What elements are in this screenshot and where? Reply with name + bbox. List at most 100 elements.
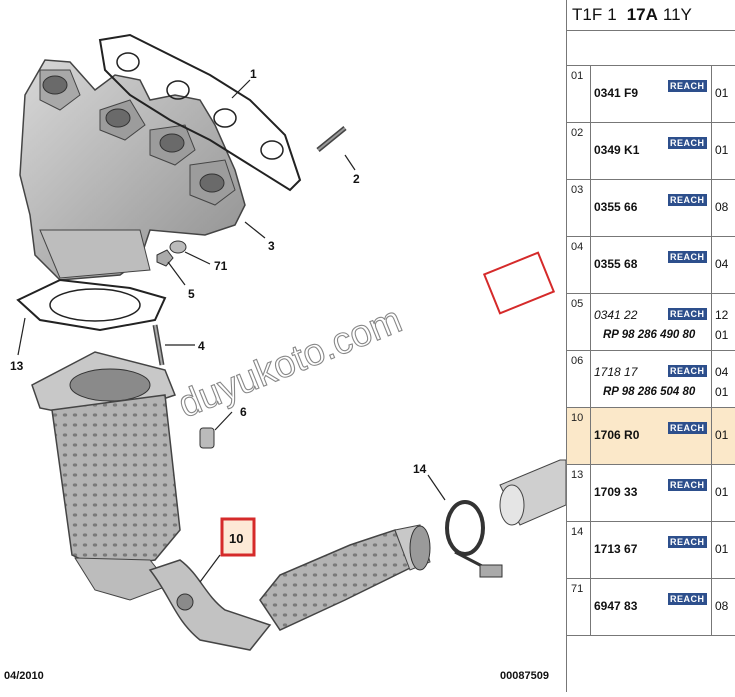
- part-quantity: 08: [715, 200, 729, 214]
- column-divider: [590, 351, 591, 407]
- reach-badge-icon: REACH: [668, 137, 707, 149]
- header-code: 17A: [626, 5, 658, 24]
- part-row[interactable]: 04 0355 68 REACH 04: [567, 237, 735, 294]
- header-num: 1: [607, 5, 617, 24]
- part-index: 02: [571, 127, 584, 139]
- part-quantity: 04: [715, 365, 729, 379]
- selected-callout-box[interactable]: 10: [220, 517, 256, 557]
- part-reference[interactable]: 0355 66: [594, 200, 638, 214]
- diagram-reference: 00087509: [500, 670, 549, 682]
- part-reference[interactable]: 0349 K1: [594, 143, 640, 157]
- callout-label: 6: [240, 405, 247, 419]
- callout-label: 5: [188, 287, 195, 301]
- exhaust-clamp: [445, 500, 503, 578]
- part-quantity: 04: [715, 257, 729, 271]
- oxygen-sensor: [199, 427, 215, 449]
- stud-part: [316, 126, 347, 152]
- part-row[interactable]: 03 0355 66 REACH 08: [567, 180, 735, 237]
- parts-list-header: T1F 1 17A 11Y: [567, 0, 735, 31]
- column-divider: [590, 408, 591, 464]
- part-quantity: 01: [715, 542, 729, 556]
- column-divider: [590, 294, 591, 350]
- column-divider: [590, 180, 591, 236]
- reach-badge-icon: REACH: [668, 194, 707, 206]
- part-row[interactable]: 05 0341 22 RP 98 286 490 80 REACH 12 01: [567, 294, 735, 351]
- parts-list-rows: 01 0341 F9 REACH 01 02 0349 K1 REACH 01 03 0355 6…: [567, 66, 735, 636]
- column-divider: [711, 408, 712, 464]
- reach-badge-icon: REACH: [668, 365, 707, 377]
- part-index: 13: [571, 469, 584, 481]
- part-reference[interactable]: 1718 17: [594, 365, 638, 379]
- callout-label: 2: [353, 172, 360, 186]
- part-index: 06: [571, 355, 584, 367]
- part-index: 71: [571, 583, 584, 595]
- part-quantity-secondary: 01: [715, 385, 729, 399]
- column-divider: [711, 465, 712, 521]
- header-prefix: T1F: [572, 5, 603, 24]
- part-quantity: 01: [715, 428, 729, 442]
- column-divider: [711, 579, 712, 635]
- part-reference[interactable]: 6947 83: [594, 599, 638, 613]
- leader-lines: [17, 79, 446, 583]
- part-index: 03: [571, 184, 584, 196]
- part-row[interactable]: 06 1718 17 RP 98 286 504 80 REACH 04 01: [567, 351, 735, 408]
- part-reference[interactable]: 1706 R0: [594, 428, 640, 442]
- part-rp-number[interactable]: RP 98 286 490 80: [603, 329, 696, 341]
- reach-badge-icon: REACH: [668, 251, 707, 263]
- column-divider: [590, 579, 591, 635]
- column-divider: [711, 294, 712, 350]
- catalyst-gasket: [16, 278, 167, 332]
- callout-label: 14: [413, 462, 427, 476]
- watermark-text: duyukoto.com: [173, 299, 408, 427]
- column-divider: [711, 123, 712, 179]
- reach-badge-icon: REACH: [668, 593, 707, 605]
- callout-label: 4: [198, 339, 205, 353]
- part-quantity: 08: [715, 599, 729, 613]
- reach-badge-icon: REACH: [668, 308, 707, 320]
- diagram-date: 04/2010: [4, 670, 44, 682]
- column-divider: [711, 180, 712, 236]
- callout-label: 13: [10, 359, 24, 373]
- part-reference[interactable]: 1713 67: [594, 542, 638, 556]
- part-quantity-secondary: 01: [715, 328, 729, 342]
- nut-part: [169, 240, 187, 254]
- part-quantity: 12: [715, 308, 729, 322]
- column-divider: [590, 66, 591, 122]
- column-divider: [590, 237, 591, 293]
- part-index: 01: [571, 70, 584, 82]
- header-suffix: 11Y: [662, 5, 692, 24]
- column-divider: [711, 66, 712, 122]
- part-index: 05: [571, 298, 584, 310]
- reach-badge-icon: REACH: [668, 422, 707, 434]
- part-reference[interactable]: 0341 F9: [594, 86, 639, 100]
- callout-label: 3: [268, 239, 275, 253]
- parts-list-panel: T1F 1 17A 11Y 01 0341 F9 REACH 01 02 0349 K1 R…: [566, 0, 735, 692]
- column-divider: [711, 237, 712, 293]
- part-reference[interactable]: 1709 33: [594, 485, 638, 499]
- callout-label: 71: [214, 259, 228, 273]
- catalytic-converter: [31, 351, 431, 651]
- part-index: 14: [571, 526, 584, 538]
- callout-label-selected: 10: [229, 531, 243, 546]
- part-reference[interactable]: 0341 22: [594, 308, 638, 322]
- part-quantity: 01: [715, 485, 729, 499]
- part-rp-number[interactable]: RP 98 286 504 80: [603, 386, 696, 398]
- callout-label: 1: [250, 67, 257, 81]
- part-index: 10: [571, 412, 584, 424]
- exploded-parts-diagram: 1 2 3 4 5 6 13 14 71 10 duyukoto.com 04/…: [4, 33, 567, 682]
- part-row[interactable]: 13 1709 33 REACH 01: [567, 465, 735, 522]
- part-row[interactable]: 71 6947 83 REACH 08: [567, 579, 735, 636]
- part-reference[interactable]: 0355 68: [594, 257, 638, 271]
- part-index: 04: [571, 241, 584, 253]
- column-divider: [590, 465, 591, 521]
- exhaust-manifold: [19, 59, 246, 281]
- manifold-gasket: [98, 33, 302, 192]
- column-divider: [711, 351, 712, 407]
- part-quantity: 01: [715, 86, 729, 100]
- column-divider: [711, 522, 712, 578]
- reach-badge-icon: REACH: [668, 479, 707, 491]
- part-row[interactable]: 10 1706 R0 REACH 01: [567, 408, 735, 465]
